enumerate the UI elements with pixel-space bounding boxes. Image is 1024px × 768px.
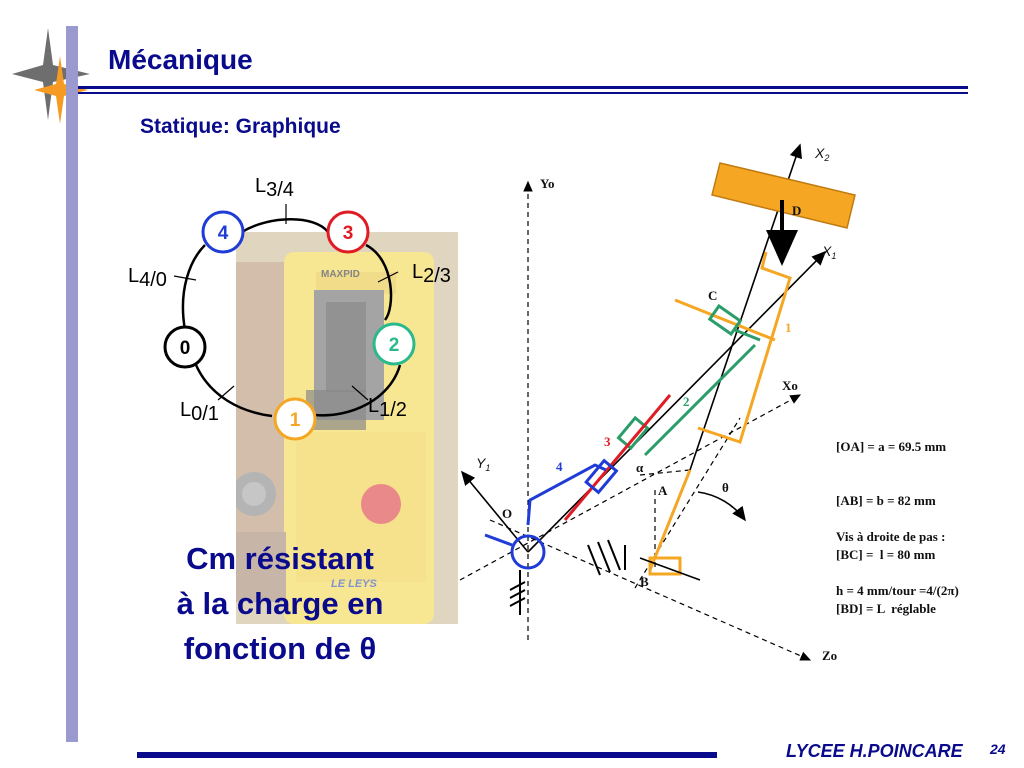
mechanism-diagram: Yo Xo Zo X2 X1 Y1 O A B C D 1 2 3 4 α θ	[459, 143, 856, 663]
footer-rule	[137, 752, 717, 758]
axis-label-zo: Zo	[822, 648, 837, 663]
graph-node-4: 4	[201, 210, 245, 254]
node-label-3: 3	[343, 223, 354, 244]
screw-specs: Vis à droite de pas : h = 4 mm/tour =4/(…	[836, 492, 959, 618]
left-accent-bar	[66, 26, 78, 742]
link-label-3-4: L3/4	[255, 175, 294, 201]
part-3	[563, 394, 672, 521]
subtitle: Statique: Graphique	[140, 115, 341, 138]
point-label-b: B	[640, 574, 649, 589]
title-underline-thin	[78, 92, 968, 94]
page-number: 24	[990, 741, 1006, 757]
graph-node-3: 3	[326, 210, 370, 254]
graph-node-2: 2	[372, 322, 416, 366]
part-4	[484, 458, 619, 570]
link-label-1-2: L1/2	[368, 395, 407, 421]
graph-node-1: 1	[273, 397, 317, 441]
screw-line: Vis à droite de pas :	[836, 529, 946, 544]
dimension-specs: [OA] = a = 69.5 mm [AB] = b = 82 mm [BC]…	[836, 402, 946, 636]
part-label-4: 4	[556, 459, 563, 474]
angle-label-alpha: α	[636, 460, 644, 475]
node-label-0: 0	[180, 338, 191, 359]
axis-label-yo: Yo	[540, 176, 554, 191]
spec-line: [BC] = l = 80 mm	[836, 547, 936, 562]
footer-school: LYCEE H.POINCARE	[786, 741, 963, 761]
liaison-graph: 4 3 0 2 1 L3/4 L2/3 L4/0 L1/2 L0/1	[128, 175, 451, 441]
part-label-3: 3	[604, 434, 611, 449]
axis-label-xo: Xo	[782, 378, 798, 393]
node-label-4: 4	[218, 223, 229, 244]
part-1	[648, 162, 856, 571]
spec-line: [BD] = L réglable	[836, 601, 936, 616]
caption-line-3: fonction de θ	[183, 631, 377, 666]
angle-label-theta: θ	[722, 480, 729, 495]
page-title: Mécanique	[108, 44, 253, 75]
screw-line: h = 4 mm/tour =4/(2π)	[836, 583, 959, 598]
node-label-1: 1	[290, 410, 301, 431]
axis-x1	[527, 250, 827, 553]
title-underline	[78, 86, 968, 89]
star-logo-icon	[12, 28, 90, 124]
link-label-0-1: L0/1	[180, 399, 219, 425]
node-label-2: 2	[389, 335, 400, 356]
point-label-a: A	[658, 483, 668, 498]
caption-line-1: Cm résistant	[186, 541, 374, 576]
graph-node-0: 0	[163, 325, 207, 369]
joint-b	[639, 556, 701, 581]
axis-label-x2: X2	[814, 145, 829, 163]
photo-brand-label-2: LE LEYS	[331, 578, 378, 590]
part-label-1: 1	[785, 320, 792, 335]
caption-text: Cm résistant à la charge en fonction de …	[140, 536, 420, 671]
link-label-4-0: L4/0	[128, 265, 167, 291]
point-label-c: C	[708, 288, 717, 303]
ground-hatch	[509, 539, 626, 615]
point-label-o: O	[502, 506, 512, 521]
axis-xo	[459, 394, 802, 581]
part-label-2: 2	[683, 394, 690, 409]
spec-line: [OA] = a = 69.5 mm	[836, 439, 947, 454]
caption-line-2: à la charge en	[176, 586, 384, 621]
point-label-d: D	[792, 203, 801, 218]
link-label-2-3: L2/3	[412, 261, 451, 287]
part-2	[616, 303, 761, 457]
photo-brand-label: MAXPID	[321, 269, 360, 280]
spec-line: [AB] = b = 82 mm	[836, 493, 936, 508]
axis-zo	[489, 519, 812, 661]
axis-label-y1: Y1	[476, 455, 490, 473]
axis-label-x1: X1	[821, 243, 836, 261]
